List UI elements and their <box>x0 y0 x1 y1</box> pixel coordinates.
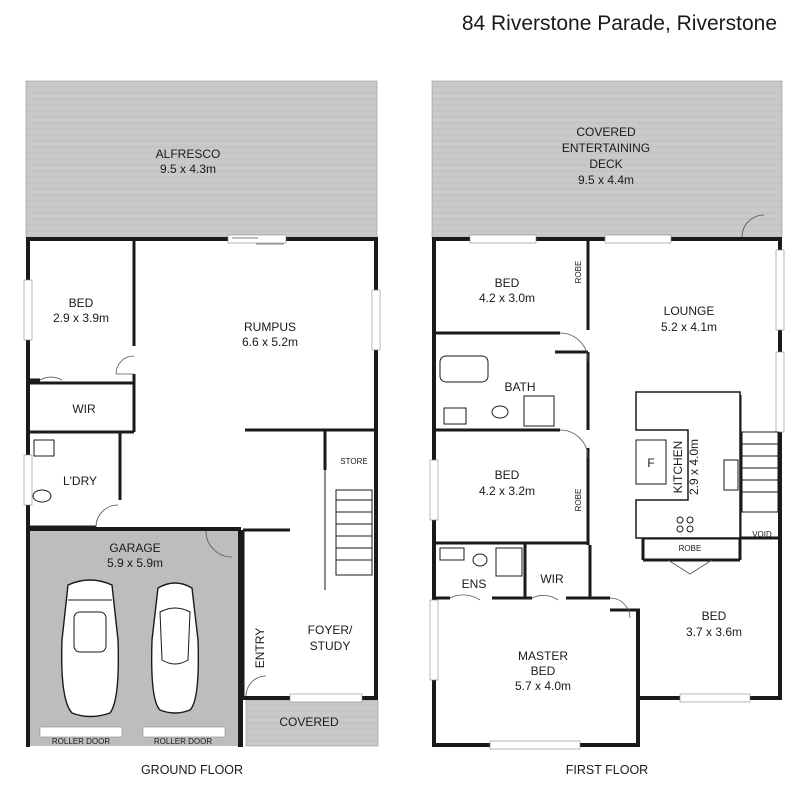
deck-size: 9.5 x 4.4m <box>578 173 634 187</box>
deck-line1: COVERED <box>576 125 636 139</box>
bed1-size: 4.2 x 3.0m <box>479 291 535 305</box>
robe2-label: ROBE <box>574 489 583 512</box>
bed3-name: BED <box>702 609 727 623</box>
bed2-name: BED <box>495 468 520 482</box>
lounge-name: LOUNGE <box>664 304 715 318</box>
robe3-label: ROBE <box>679 544 702 553</box>
bed2-size: 4.2 x 3.2m <box>479 484 535 498</box>
bed1-name: BED <box>495 276 520 290</box>
void-label: VOID <box>752 530 772 539</box>
foyer-study-line2: STUDY <box>310 639 351 653</box>
laundry-label: L'DRY <box>63 474 97 488</box>
plan-title: 84 Riverstone Parade, Riverstone <box>462 12 777 35</box>
alfresco-area <box>25 80 378 239</box>
first-floor: COVERED ENTERTAINING DECK 9.5 x 4.4m BED… <box>429 80 785 777</box>
first-wir-label: WIR <box>540 572 564 586</box>
garage-name: GARAGE <box>109 541 160 555</box>
deck-line3: DECK <box>589 157 622 171</box>
lounge-size: 5.2 x 4.1m <box>661 320 717 334</box>
first-floor-label: FIRST FLOOR <box>566 763 648 777</box>
covered-label: COVERED <box>279 715 339 729</box>
bath-label: BATH <box>504 380 535 394</box>
alfresco-name: ALFRESCO <box>156 147 221 161</box>
ens-label: ENS <box>462 577 487 591</box>
coupe-car-icon <box>151 582 199 714</box>
roller-door-right: ROLLER DOOR <box>154 737 212 746</box>
ground-floor-label: GROUND FLOOR <box>141 763 243 777</box>
ground-bed-name: BED <box>69 296 94 310</box>
master-name1: MASTER <box>518 649 568 663</box>
convertible-car-icon <box>61 579 119 718</box>
alfresco-size: 9.5 x 4.3m <box>160 162 216 176</box>
ground-bed-size: 2.9 x 3.9m <box>53 311 109 325</box>
rumpus-name: RUMPUS <box>244 320 296 334</box>
store-label: STORE <box>340 457 367 466</box>
kitchen-name: KITCHEN <box>671 441 685 494</box>
kitchen-size: 2.9 x 4.0m <box>687 439 701 495</box>
foyer-study-line1: FOYER/ <box>308 623 353 637</box>
rumpus-size: 6.6 x 5.2m <box>242 335 298 349</box>
deck-line2: ENTERTAINING <box>562 141 650 155</box>
bed3-size: 3.7 x 3.6m <box>686 625 742 639</box>
master-name2: BED <box>531 664 556 678</box>
fridge-label: F <box>647 456 654 470</box>
roller-door-left: ROLLER DOOR <box>52 737 110 746</box>
first-stair <box>741 431 779 513</box>
ground-wir-label: WIR <box>72 402 96 416</box>
kitchen-bench <box>635 391 741 539</box>
ground-stair <box>324 470 373 590</box>
garage-size: 5.9 x 5.9m <box>107 556 163 570</box>
robe1-label: ROBE <box>574 261 583 284</box>
master-size: 5.7 x 4.0m <box>515 679 571 693</box>
ground-floor: ALFRESCO 9.5 x 4.3m BED 2.9 x 3.9m RUMPU… <box>23 80 381 777</box>
entry-label: ENTRY <box>253 628 267 668</box>
